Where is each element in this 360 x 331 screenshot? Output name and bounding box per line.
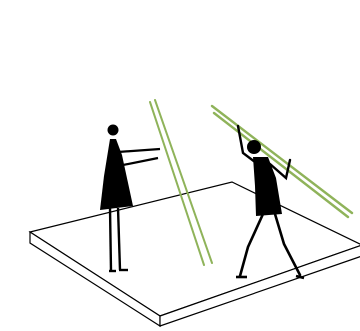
platform — [30, 182, 360, 326]
carrying-figure-head — [247, 140, 261, 154]
standing-figure-head — [108, 125, 119, 136]
standing-figure-arm-lower — [118, 158, 158, 166]
carrying-figure-body — [253, 157, 282, 216]
platform-top — [30, 182, 360, 316]
standing-figure-body — [100, 139, 133, 210]
standing-figure-leg-left — [110, 208, 111, 271]
standing-figure-arm-upper — [118, 149, 160, 152]
